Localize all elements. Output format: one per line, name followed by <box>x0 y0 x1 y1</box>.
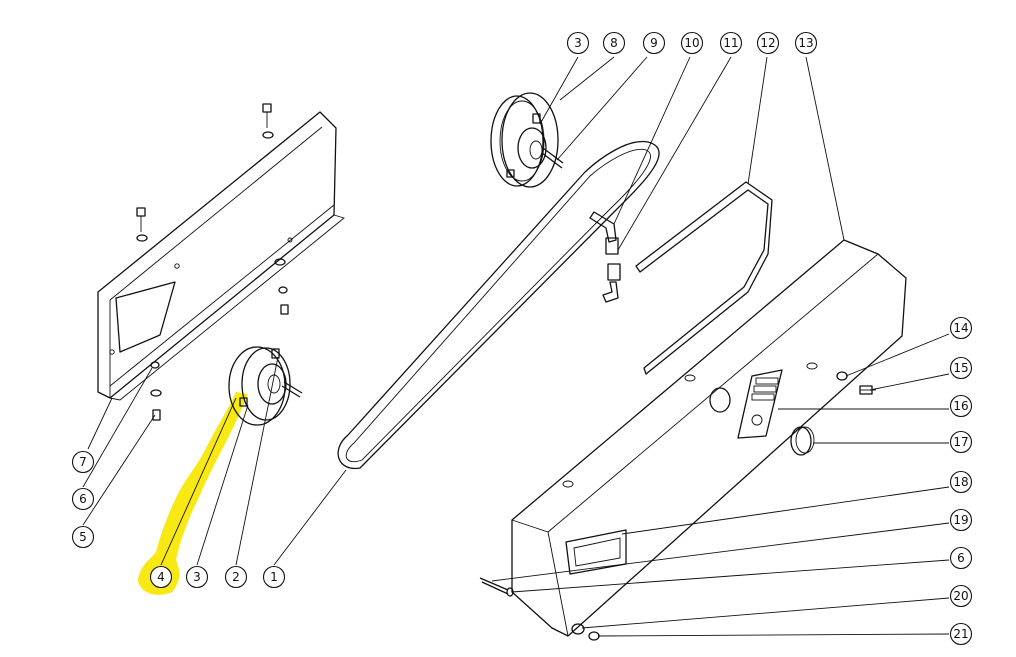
svg-text:17: 17 <box>953 435 968 449</box>
svg-text:13: 13 <box>798 36 813 50</box>
belt-guard-cover <box>511 239 907 637</box>
svg-text:11: 11 <box>723 36 738 50</box>
svg-text:2: 2 <box>232 570 240 584</box>
lower-pulley <box>228 346 303 426</box>
warning-label <box>737 369 783 439</box>
balloon-17: 17 <box>949 430 973 454</box>
leader-lines <box>82 56 950 637</box>
svg-text:7: 7 <box>79 455 87 469</box>
svg-text:15: 15 <box>953 361 968 375</box>
svg-text:4: 4 <box>157 570 165 584</box>
balloon-3-top: 3 <box>566 31 590 55</box>
svg-text:9: 9 <box>650 36 658 50</box>
balloon-6-left: 6 <box>71 487 95 511</box>
balloon-6-right: 6 <box>949 546 973 570</box>
balloon-7: 7 <box>71 450 95 474</box>
svg-text:18: 18 <box>953 475 968 489</box>
upper-pulley <box>490 92 564 188</box>
svg-text:6: 6 <box>957 551 965 565</box>
balloon-1: 1 <box>262 565 286 589</box>
balloon-10: 10 <box>680 31 704 55</box>
bracket-bolts <box>136 103 289 421</box>
svg-text:3: 3 <box>193 570 201 584</box>
svg-text:10: 10 <box>684 36 699 50</box>
balloon-14: 14 <box>949 316 973 340</box>
inspection-plug <box>790 426 815 456</box>
svg-text:21: 21 <box>953 627 968 641</box>
balloon-9: 9 <box>642 31 666 55</box>
seal-strip <box>635 181 773 375</box>
balloons: 3 8 9 10 11 12 13 14 15 16 17 18 19 6 20… <box>71 31 973 646</box>
balloon-4: 4 <box>149 565 173 589</box>
balloon-8: 8 <box>602 31 626 55</box>
svg-text:19: 19 <box>953 513 968 527</box>
grease-fitting <box>589 211 621 303</box>
right-hardware <box>479 371 876 641</box>
balloon-11: 11 <box>719 31 743 55</box>
svg-text:16: 16 <box>953 399 968 413</box>
balloon-19: 19 <box>949 508 973 532</box>
balloon-13: 13 <box>794 31 818 55</box>
balloon-20: 20 <box>949 584 973 608</box>
v-belt <box>337 140 660 470</box>
svg-text:5: 5 <box>79 530 87 544</box>
svg-text:3: 3 <box>574 36 582 50</box>
balloon-15: 15 <box>949 356 973 380</box>
balloon-3-bottom: 3 <box>185 565 209 589</box>
balloon-5: 5 <box>71 525 95 549</box>
svg-text:14: 14 <box>953 321 968 335</box>
svg-text:20: 20 <box>953 589 968 603</box>
svg-text:12: 12 <box>760 36 775 50</box>
balloon-21: 21 <box>949 622 973 646</box>
svg-text:1: 1 <box>270 570 278 584</box>
balloon-16: 16 <box>949 394 973 418</box>
balloon-12: 12 <box>756 31 780 55</box>
guard-bracket <box>97 111 345 401</box>
balloon-18: 18 <box>949 470 973 494</box>
svg-text:8: 8 <box>610 36 618 50</box>
svg-text:6: 6 <box>79 492 87 506</box>
balloon-2: 2 <box>224 565 248 589</box>
